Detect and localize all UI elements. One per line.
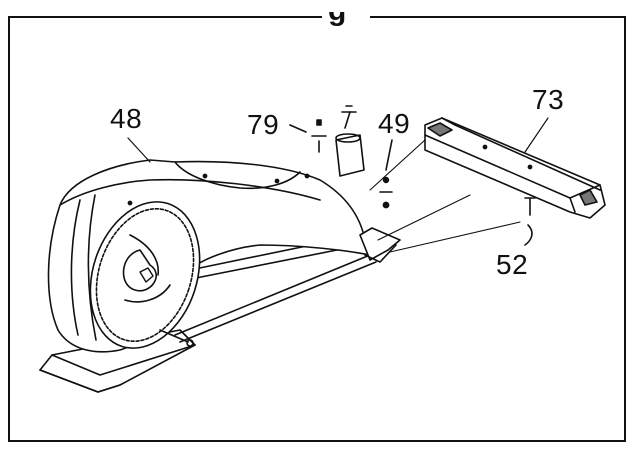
cropped-header: g bbox=[322, 12, 370, 28]
main-frame-rail bbox=[174, 234, 377, 343]
screw-52 bbox=[524, 197, 536, 246]
upright-tube bbox=[335, 105, 365, 177]
header-fragment: g bbox=[328, 12, 346, 28]
flywheel-disc bbox=[89, 201, 201, 349]
assembly-guide-lines bbox=[369, 139, 521, 253]
callout-52: 52 bbox=[496, 249, 529, 280]
callout-49: 49 bbox=[378, 108, 411, 139]
callout-leaders bbox=[127, 117, 549, 163]
bolt-79 bbox=[289, 119, 327, 153]
bolt-49 bbox=[379, 139, 393, 209]
callout-79: 79 bbox=[247, 109, 280, 140]
rear-foot-base bbox=[39, 329, 196, 393]
axle-rod bbox=[159, 329, 194, 347]
callout-73: 73 bbox=[532, 84, 565, 115]
callout-48: 48 bbox=[110, 103, 143, 134]
upright-mount-plate bbox=[359, 227, 401, 263]
front-stabilizer-73 bbox=[424, 117, 606, 219]
